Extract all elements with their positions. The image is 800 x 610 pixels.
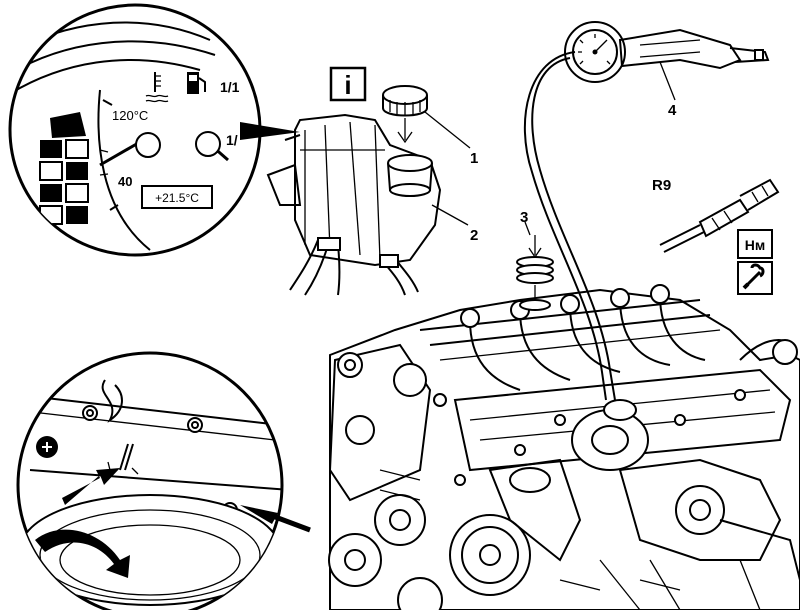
temp-min-label: 40 <box>118 174 132 189</box>
bolts <box>433 389 746 486</box>
reservoir-cap <box>382 85 428 144</box>
info-icon: i <box>329 66 367 102</box>
info-badge-letter: i <box>344 70 351 100</box>
callout-4: 4 <box>668 102 677 119</box>
torque-badge-label: Нм <box>745 237 765 253</box>
instrument-cluster-inset: 120°C 40 1/1 1/ +21.5°C <box>8 3 300 257</box>
fuel-partial-label: 1/ <box>226 132 238 148</box>
seal-spring <box>516 235 554 311</box>
wrench-icon <box>737 261 773 295</box>
callout-r9: R9 <box>652 177 671 194</box>
coolant-temp-icon <box>145 72 169 103</box>
rotation-arrow-icon <box>35 529 130 578</box>
timing-symbol-icon <box>36 436 58 458</box>
coolant-expansion-tank <box>266 113 442 296</box>
timing-mark-inset <box>16 351 311 610</box>
glow-plug <box>659 178 780 253</box>
torque-icon: Нм <box>737 229 773 259</box>
coolant-pressure-tester <box>523 21 770 401</box>
callout-1: 1 <box>470 150 478 167</box>
vent-grid <box>39 112 89 225</box>
callout-2: 2 <box>470 227 478 244</box>
fuel-full-label: 1/1 <box>220 79 240 95</box>
outside-temp-display: +21.5°C <box>155 191 199 205</box>
engine-assembly <box>328 284 800 610</box>
injector-lines <box>460 284 706 391</box>
temp-max-label: 120°C <box>112 108 148 123</box>
callout-3: 3 <box>520 209 528 226</box>
fuel-pump-icon <box>187 72 206 94</box>
pulleys <box>328 494 531 610</box>
leader-lines <box>424 61 676 236</box>
